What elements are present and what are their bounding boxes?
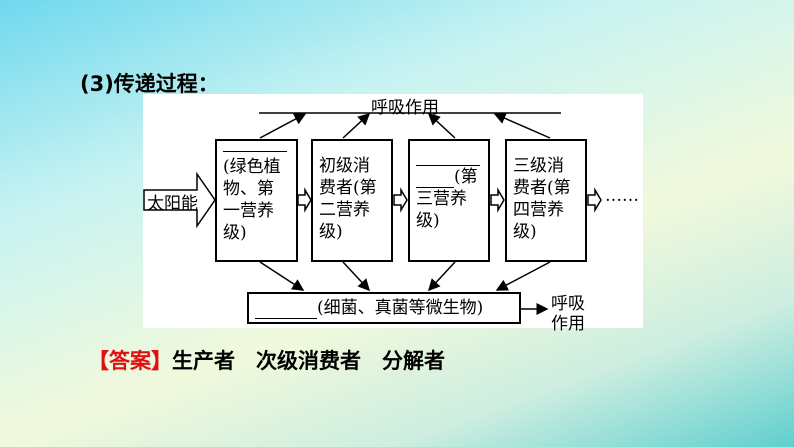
answer-blank [255, 298, 317, 319]
tertiary-consumer-box: 三级消 费者(第 四营养 级) [505, 139, 587, 262]
producer-box: (绿色植 物、第 一营养 级) [215, 139, 298, 262]
box-text: 三级消 [513, 156, 564, 176]
box-text: 级) [319, 222, 343, 242]
box-text: 一营养 [223, 201, 274, 221]
answer-blank [416, 161, 480, 166]
answer-text: 生产者 次级消费者 分解者 [172, 349, 445, 373]
energy-flow-diagram: 呼吸作用 太阳能 (绿色植 物、第 一营养 级) 初级消 费者(第 二营养 级)… [143, 94, 643, 334]
answer-blank [223, 151, 287, 156]
secondary-consumer-box: (第 三营养 级) [408, 139, 490, 262]
respiration-label-top: 呼吸作用 [371, 98, 439, 118]
answer-blank [416, 169, 454, 188]
box-text: 费者(第 [513, 178, 571, 198]
solar-energy-label: 太阳能 [147, 194, 198, 214]
box-text: 级) [223, 223, 247, 243]
decomposer-text: (细菌、真菌等微生物) [317, 298, 484, 318]
box-text: 初级消 [319, 156, 370, 176]
respiration-label-right-2: 作用 [551, 314, 585, 334]
decomposer-box: (细菌、真菌等微生物) [247, 292, 521, 324]
primary-consumer-box: 初级消 费者(第 二营养 级) [311, 139, 393, 262]
section-title: (3)传递过程： [80, 72, 219, 96]
box-text: 三营养 [416, 189, 467, 209]
answer-line: 【答案】生产者 次级消费者 分解者 [88, 345, 445, 375]
answer-label: 【答案】 [88, 349, 172, 373]
box-text: 四营养 [513, 200, 564, 220]
diagram-arrows [143, 112, 602, 315]
ellipsis: …… [605, 186, 639, 206]
box-text: 级) [513, 222, 537, 242]
box-text: 费者(第 [319, 178, 377, 198]
box-text: 级) [416, 211, 440, 231]
box-text: 物、第 [223, 179, 274, 199]
box-text: 二营养 [319, 200, 370, 220]
box-text: (绿色植 [223, 157, 281, 177]
respiration-label-right-1: 呼吸 [551, 294, 585, 314]
box-text: (第 [454, 167, 478, 187]
